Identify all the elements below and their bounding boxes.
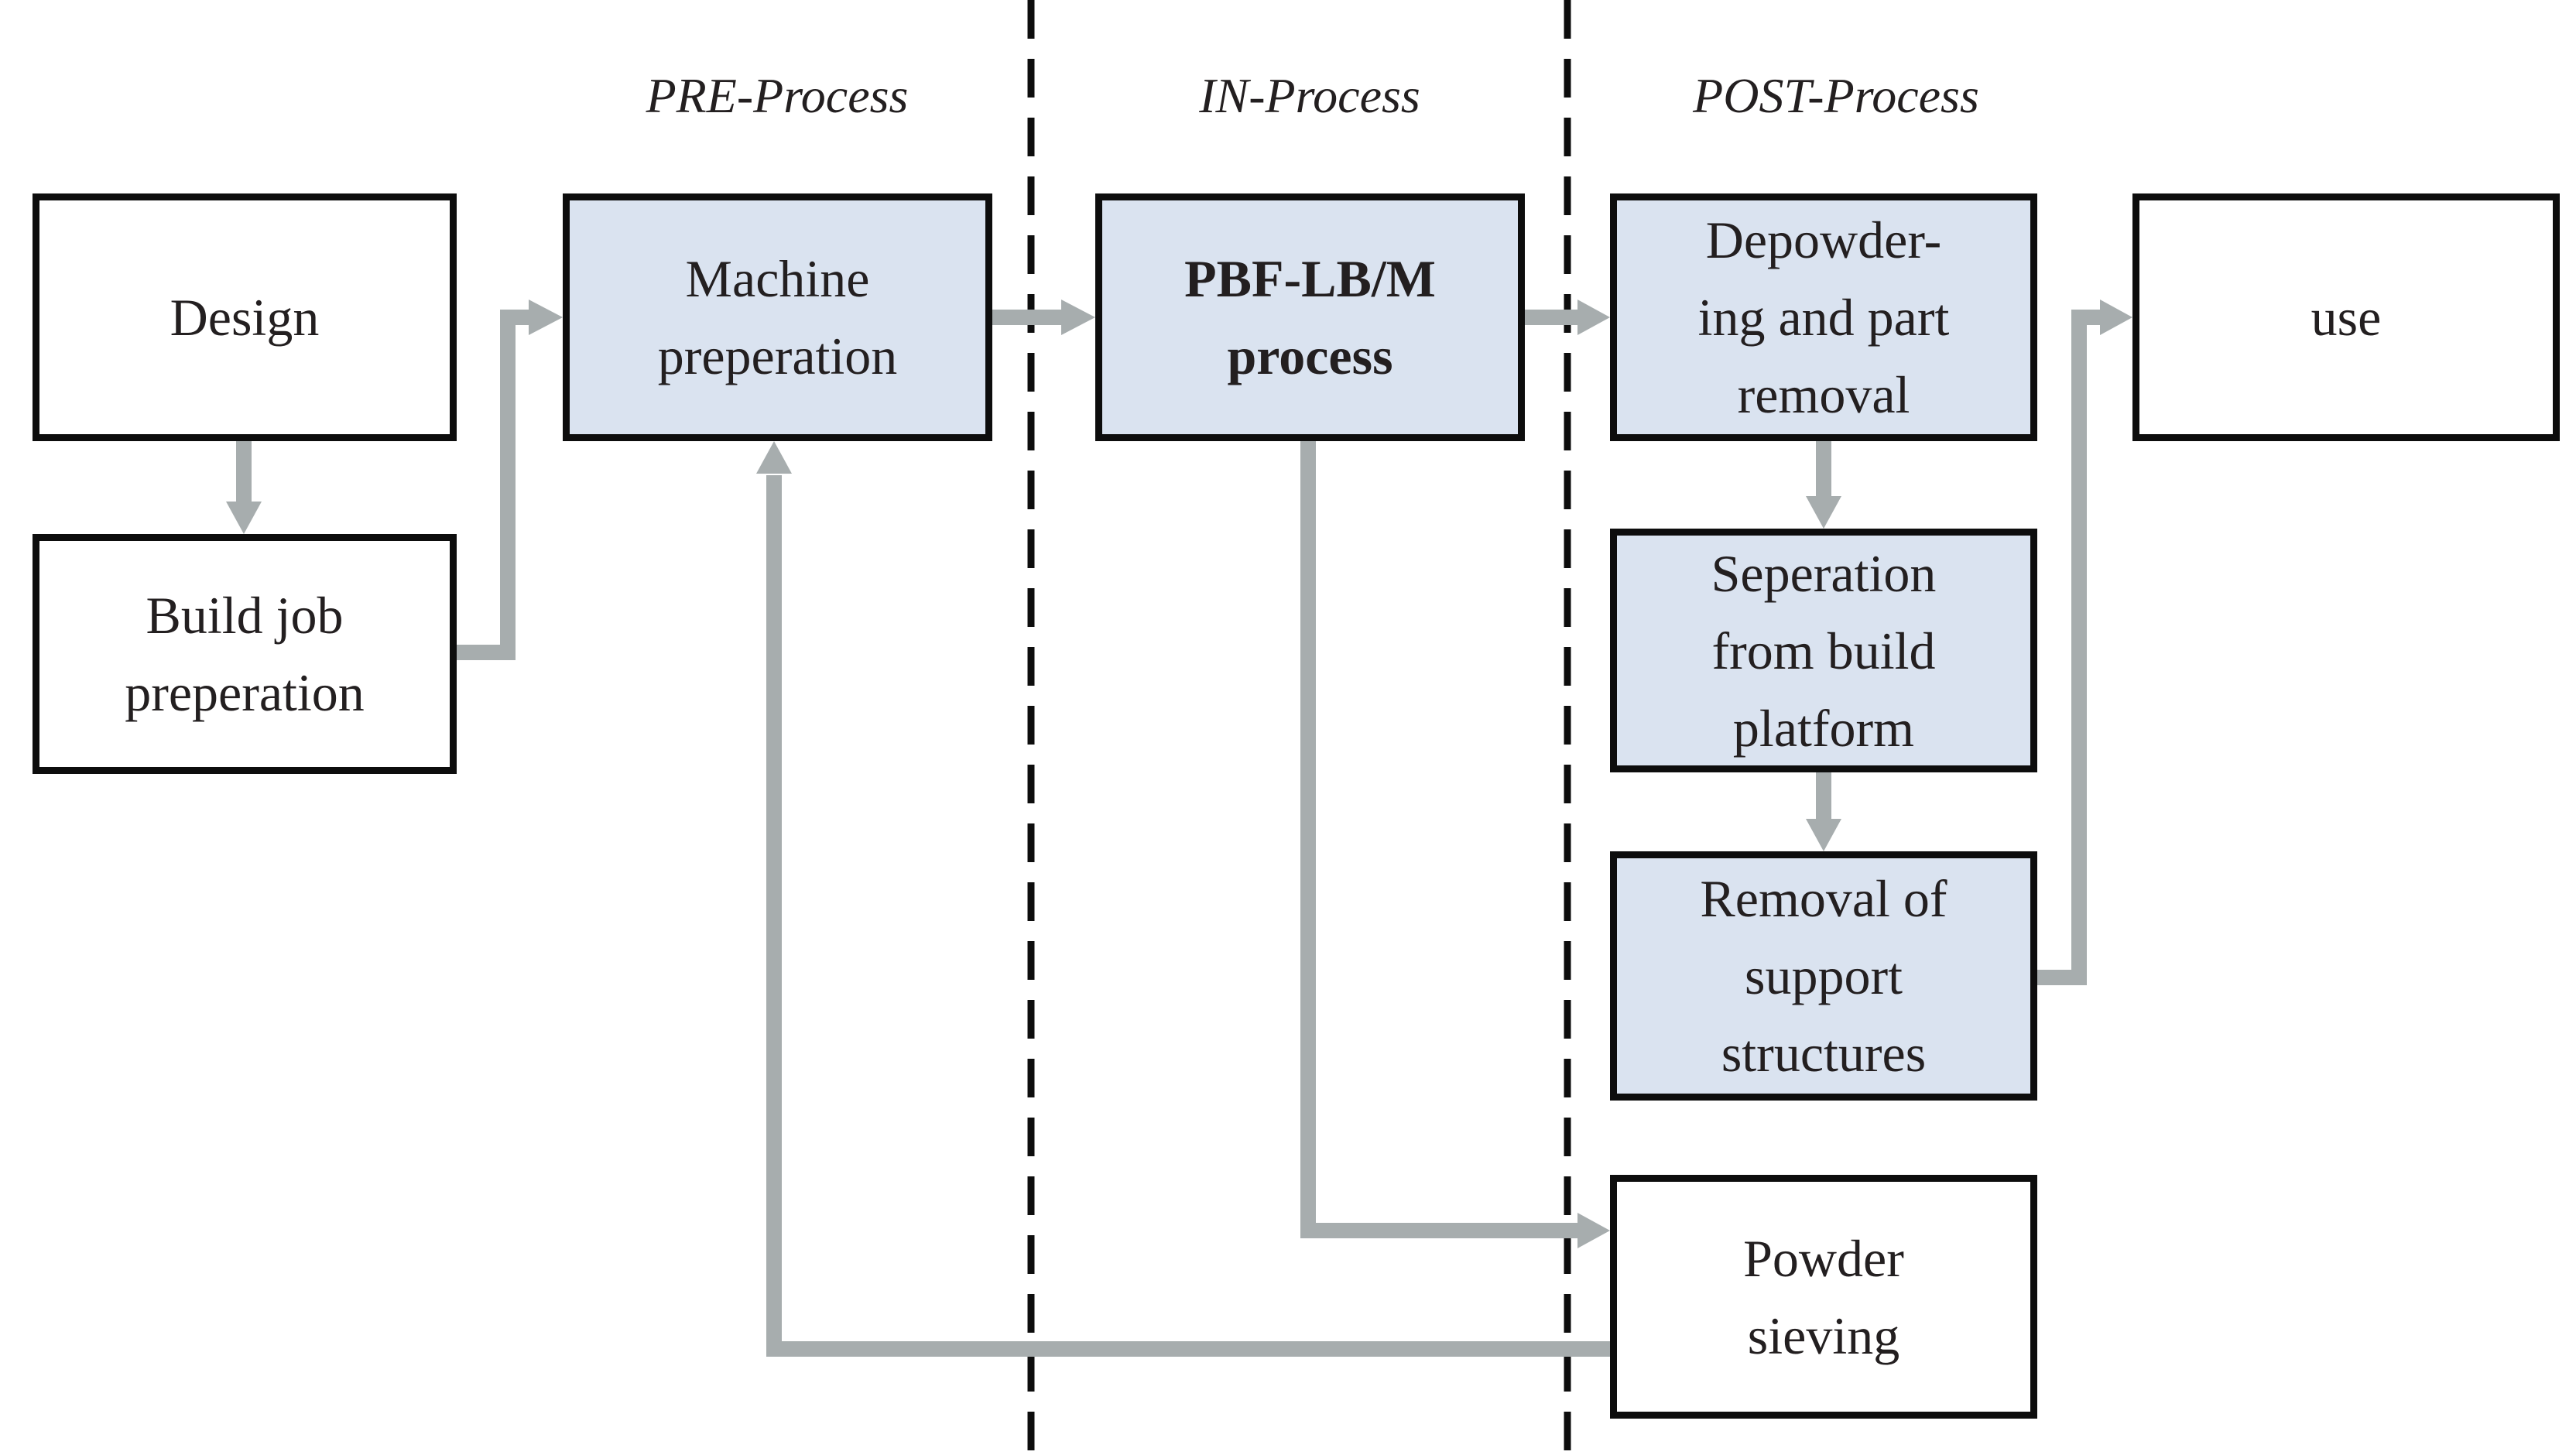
box-powder-sieving-line-1: Powder	[1743, 1228, 1904, 1288]
box-build-job-line-1: Build job	[146, 586, 344, 645]
box-depowder-line-1: Depowder-	[1705, 211, 1942, 269]
box-seperation-line-3: platform	[1732, 698, 1915, 758]
box-pbf-line-2: process	[1227, 327, 1393, 385]
phase-label-in-process: IN-Process	[1199, 68, 1420, 123]
arrow-powder-sieving-to-machine	[756, 441, 1610, 1357]
arrow-depowder-to-seperation	[1806, 441, 1841, 529]
box-machine-preperation: Machine preperation	[563, 193, 992, 441]
box-depowdering-part-removal: Depowder- ing and part removal	[1610, 193, 2037, 441]
box-use: use	[2132, 193, 2560, 441]
arrow-pbf-to-powder-sieving	[1300, 441, 1610, 1248]
box-design-label: Design	[170, 288, 320, 347]
box-depowder-line-2: ing and part	[1697, 288, 1950, 347]
box-removal-line-1: Removal of	[1700, 869, 1947, 928]
box-seperation-line-2: from build	[1711, 621, 1936, 680]
arrow-design-to-build-job	[226, 441, 262, 534]
arrow-seperation-to-removal	[1806, 772, 1841, 851]
box-build-job-line-2: preperation	[125, 663, 365, 722]
box-design: Design	[33, 193, 457, 441]
arrow-build-job-to-machine	[457, 300, 563, 660]
arrow-machine-to-pbf	[992, 300, 1095, 335]
box-use-label: use	[2311, 288, 2382, 347]
arrow-removal-to-use	[2037, 300, 2132, 985]
phase-label-post-process: POST-Process	[1693, 68, 1979, 123]
box-removal-line-3: structures	[1721, 1024, 1927, 1083]
box-removal-of-support-structures: Removal of support structures	[1610, 851, 2037, 1101]
box-powder-sieving: Powder sieving	[1610, 1175, 2037, 1419]
box-seperation-line-1: Seperation	[1711, 543, 1937, 603]
box-removal-line-2: support	[1745, 947, 1903, 1005]
box-machine-line-1: Machine	[685, 249, 870, 308]
box-pbf-line-1: PBF-LB/M	[1184, 249, 1436, 308]
box-seperation-from-build-platform: Seperation from build platform	[1610, 529, 2037, 772]
box-build-job-preperation: Build job preperation	[33, 534, 457, 774]
arrow-pbf-to-depowder	[1525, 300, 1610, 335]
box-powder-sieving-line-2: sieving	[1747, 1306, 1900, 1365]
box-pbf-lb-m-process: PBF-LB/M process	[1095, 193, 1525, 441]
phase-label-pre-process: PRE-Process	[646, 68, 909, 123]
box-machine-line-2: preperation	[657, 327, 898, 385]
box-depowder-line-3: removal	[1737, 365, 1910, 424]
